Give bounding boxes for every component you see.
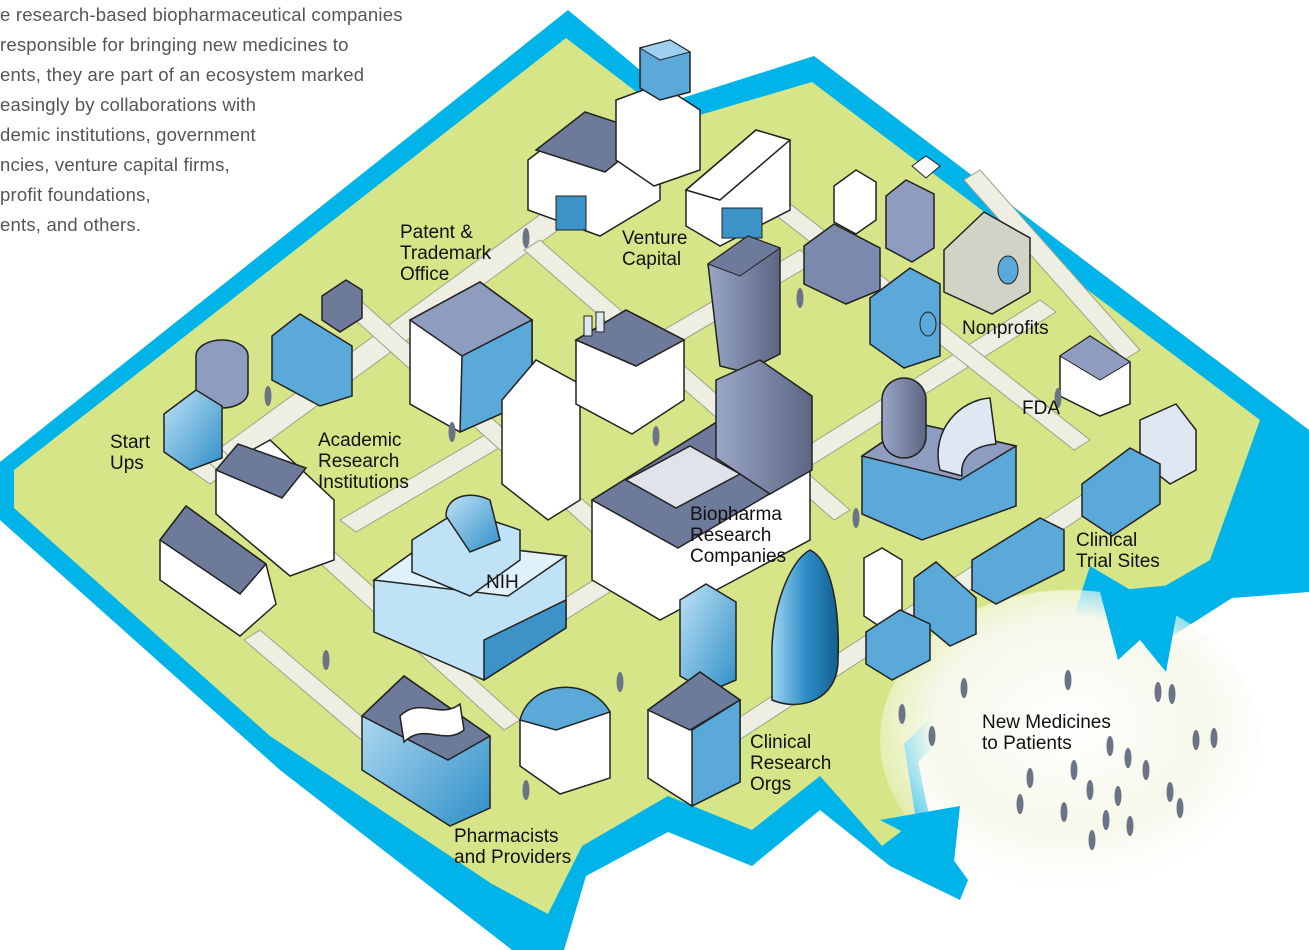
label-line: Research xyxy=(690,525,772,546)
intro-line: ents, and others. xyxy=(0,214,142,235)
label-line: and Providers xyxy=(454,847,572,868)
label-venture-capital: Venture Capital xyxy=(622,228,688,270)
label-line: Institutions xyxy=(318,472,409,493)
building-biopharma xyxy=(590,359,813,621)
building-fda-annex xyxy=(1059,335,1131,417)
arrow-head xyxy=(1100,584,1182,672)
building-nih xyxy=(371,494,569,682)
label-line: New Medicines xyxy=(982,712,1111,733)
label-line: Research xyxy=(318,451,400,472)
intro-line: responsible for bringing new medicines t… xyxy=(0,34,349,55)
intro-line: ents, they are part of an ecosystem mark… xyxy=(0,64,365,85)
label-line: to Patients xyxy=(982,733,1072,754)
label-line: Office xyxy=(400,264,450,285)
label-line: Clinical xyxy=(750,732,812,753)
building-nonprofit-1 xyxy=(803,155,1031,369)
people-figures xyxy=(264,228,1218,850)
label-new-medicines: New Medicines to Patients xyxy=(982,712,1111,754)
label-line: NIH xyxy=(486,572,519,593)
label-line: Capital xyxy=(622,249,682,270)
building-startups xyxy=(158,279,363,637)
label-line: Start xyxy=(110,432,151,453)
label-start-ups: Start Ups xyxy=(110,432,150,474)
intro-line: easingly by collaborations with xyxy=(0,94,257,115)
label-line: Patent & xyxy=(400,222,473,243)
building-pharmacy xyxy=(360,675,612,827)
label-line: Clinical xyxy=(1076,530,1138,551)
intro-line: ncies, venture capital firms, xyxy=(0,154,230,175)
label-patent-office: Patent & Trademark Office xyxy=(400,222,491,285)
label-nih: NIH xyxy=(486,572,519,593)
label-fda: FDA xyxy=(1022,398,1060,419)
label-line: FDA xyxy=(1022,398,1060,419)
label-clinical-research-orgs: Clinical Research Orgs xyxy=(750,732,831,795)
building-academic xyxy=(501,309,686,521)
building-fda xyxy=(860,377,1018,541)
label-line: Trademark xyxy=(400,243,492,264)
label-clinical-trial-sites: Clinical Trial Sites xyxy=(1076,530,1160,572)
label-line: Pharmacists xyxy=(454,826,559,847)
label-academic-research: Academic Research Institutions xyxy=(318,430,409,493)
label-line: Nonprofits xyxy=(962,318,1049,339)
building-venture-l xyxy=(684,129,792,247)
building-venture-tower xyxy=(706,235,782,373)
label-line: Companies xyxy=(690,546,787,567)
label-line: Research xyxy=(750,753,832,774)
label-nonprofits: Nonprofits xyxy=(962,318,1049,339)
building-top-tower xyxy=(615,39,701,187)
label-line: Biopharma xyxy=(690,504,782,525)
label-biopharma: Biopharma Research Companies xyxy=(690,504,786,567)
label-pharmacists-providers: Pharmacists and Providers xyxy=(454,826,571,868)
intro-paragraph: e research-based biopharmaceutical compa… xyxy=(0,0,560,240)
label-line: Trial Sites xyxy=(1076,551,1160,572)
label-line: Ups xyxy=(110,453,144,474)
label-line: Venture xyxy=(622,228,688,249)
intro-line: profit foundations, xyxy=(0,184,151,205)
building-cro xyxy=(646,549,840,808)
intro-line: demic institutions, government xyxy=(0,124,256,145)
label-line: Orgs xyxy=(750,774,792,795)
arrow-head-lower xyxy=(880,806,960,880)
intro-line: e research-based biopharmaceutical compa… xyxy=(0,4,403,25)
building-trial-sites xyxy=(863,403,1197,681)
label-line: Academic xyxy=(318,430,402,451)
